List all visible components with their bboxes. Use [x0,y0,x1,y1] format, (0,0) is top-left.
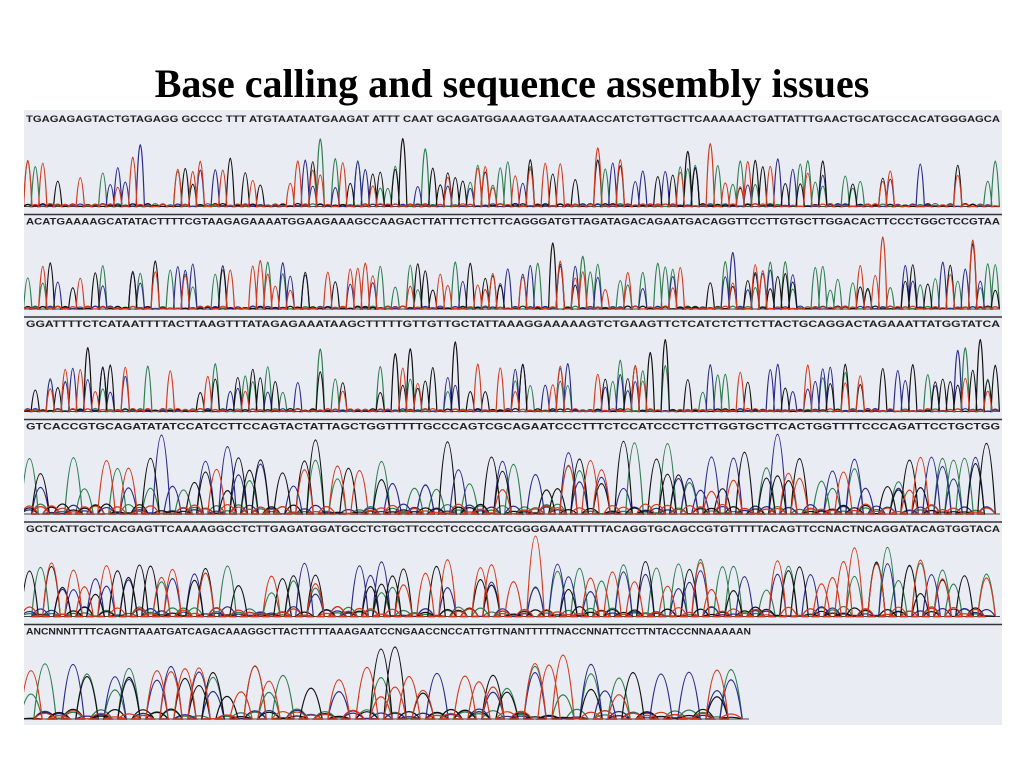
chromatogram-row: GCTCATTGCTCACGAGTTCAAAAGGCCTCTTGAGATGGAT… [24,521,1002,618]
trace-A [24,663,743,720]
base-call-sequence: GTCACCGTGCAGATATATCCATCCTTCCAGTACTATTAGC… [26,422,1000,432]
chromatogram-row: GGATTTTCTCATAATTTTACTTAAGTTTATAGAGAAATAA… [24,316,1002,413]
base-call-sequence: GCTCATTGCTCACGAGTTCAAAAGGCCTCTTGAGATGGAT… [26,524,1001,534]
sequencing-chromatogram: TGAGAGAGTACTGTAGAGG GCCCC TTT ATGTAATAAT… [24,110,1002,725]
trace-T [24,457,996,515]
trace-T [24,535,996,618]
trace-C [24,252,1000,310]
chromatogram-row: ANCNNNTTTTCAGNTTAAATGATCAGACAAAGGCTTACTT… [24,623,1002,720]
chromatogram-traces: TGAGAGAGTACTGTAGAGG GCCCC TTT ATGTAATAAT… [24,114,1002,720]
chromatogram-row: GTCACCGTGCAGATATATCCATCCTTCCAGTACTATTAGC… [24,418,1002,515]
slide-title: Base calling and sequence assembly issue… [154,61,870,106]
base-call-sequence: ANCNNNTTTTCAGNTTAAATGATCAGACAAAGGCTTACTT… [26,627,751,637]
base-call-sequence: ACATGAAAAGCATATACTTTTCGTAAGAGAAAATGGAAGA… [26,217,1001,227]
chromatogram-row: TGAGAGAGTACTGTAGAGG GCCCC TTT ATGTAATAAT… [24,114,1001,208]
trace-T [24,236,1000,310]
base-call-sequence: TGAGAGAGTACTGTAGAGG GCCCC TTT ATGTAATAAT… [26,114,1001,124]
trace-T [24,142,1000,208]
chromatogram-row: ACATGAAAAGCATATACTTTTCGTAAGAGAAAATGGAAGA… [24,213,1002,310]
base-call-sequence: GGATTTTCTCATAATTTTACTTAAGTTTATAGAGAAATAA… [26,319,1001,329]
trace-T [24,363,1000,413]
trace-G [24,646,743,720]
trace-T [24,654,743,720]
